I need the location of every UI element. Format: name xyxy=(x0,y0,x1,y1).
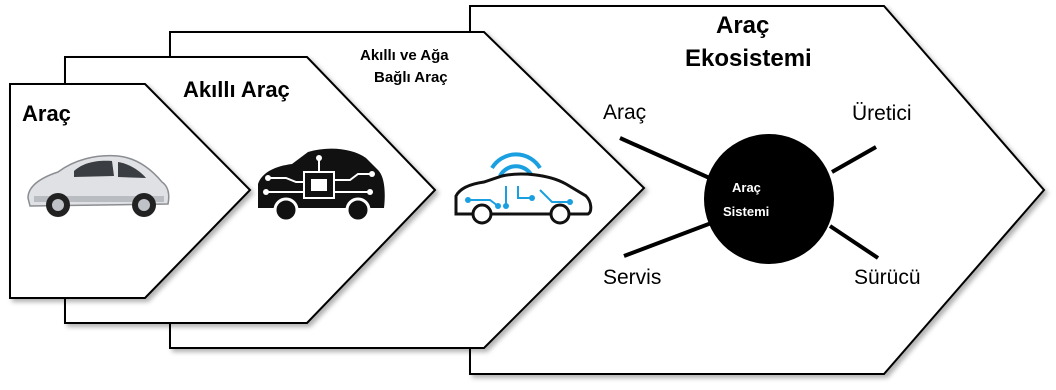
node-servis: Servis xyxy=(603,266,662,289)
hub-spokes xyxy=(619,136,880,260)
circuit-car-icon xyxy=(258,148,385,223)
stage-1-title: Araç xyxy=(22,101,71,126)
node-uretici: Üretici xyxy=(852,102,912,125)
node-arac: Araç xyxy=(603,101,647,124)
stage-3-title-line-2: Bağlı Araç xyxy=(374,69,448,86)
connected-car-icon xyxy=(454,152,593,225)
stage-2-title: Akıllı Araç xyxy=(183,77,290,102)
stage-3-title: Akıllı ve Ağa Bağlı Araç xyxy=(360,45,500,89)
stage-4-title-line-2: Ekosistemi xyxy=(685,45,812,72)
node-surucu: Sürücü xyxy=(854,266,921,289)
stage-3-title-line-1: Akıllı ve Ağa xyxy=(360,47,449,64)
car-photo xyxy=(27,154,170,217)
hub-label-line-1: Araç xyxy=(732,180,761,195)
stage-4-title-line-1: Araç xyxy=(716,12,770,39)
hub-label-line-2: Sistemi xyxy=(723,204,770,219)
hub-circle xyxy=(704,134,834,264)
